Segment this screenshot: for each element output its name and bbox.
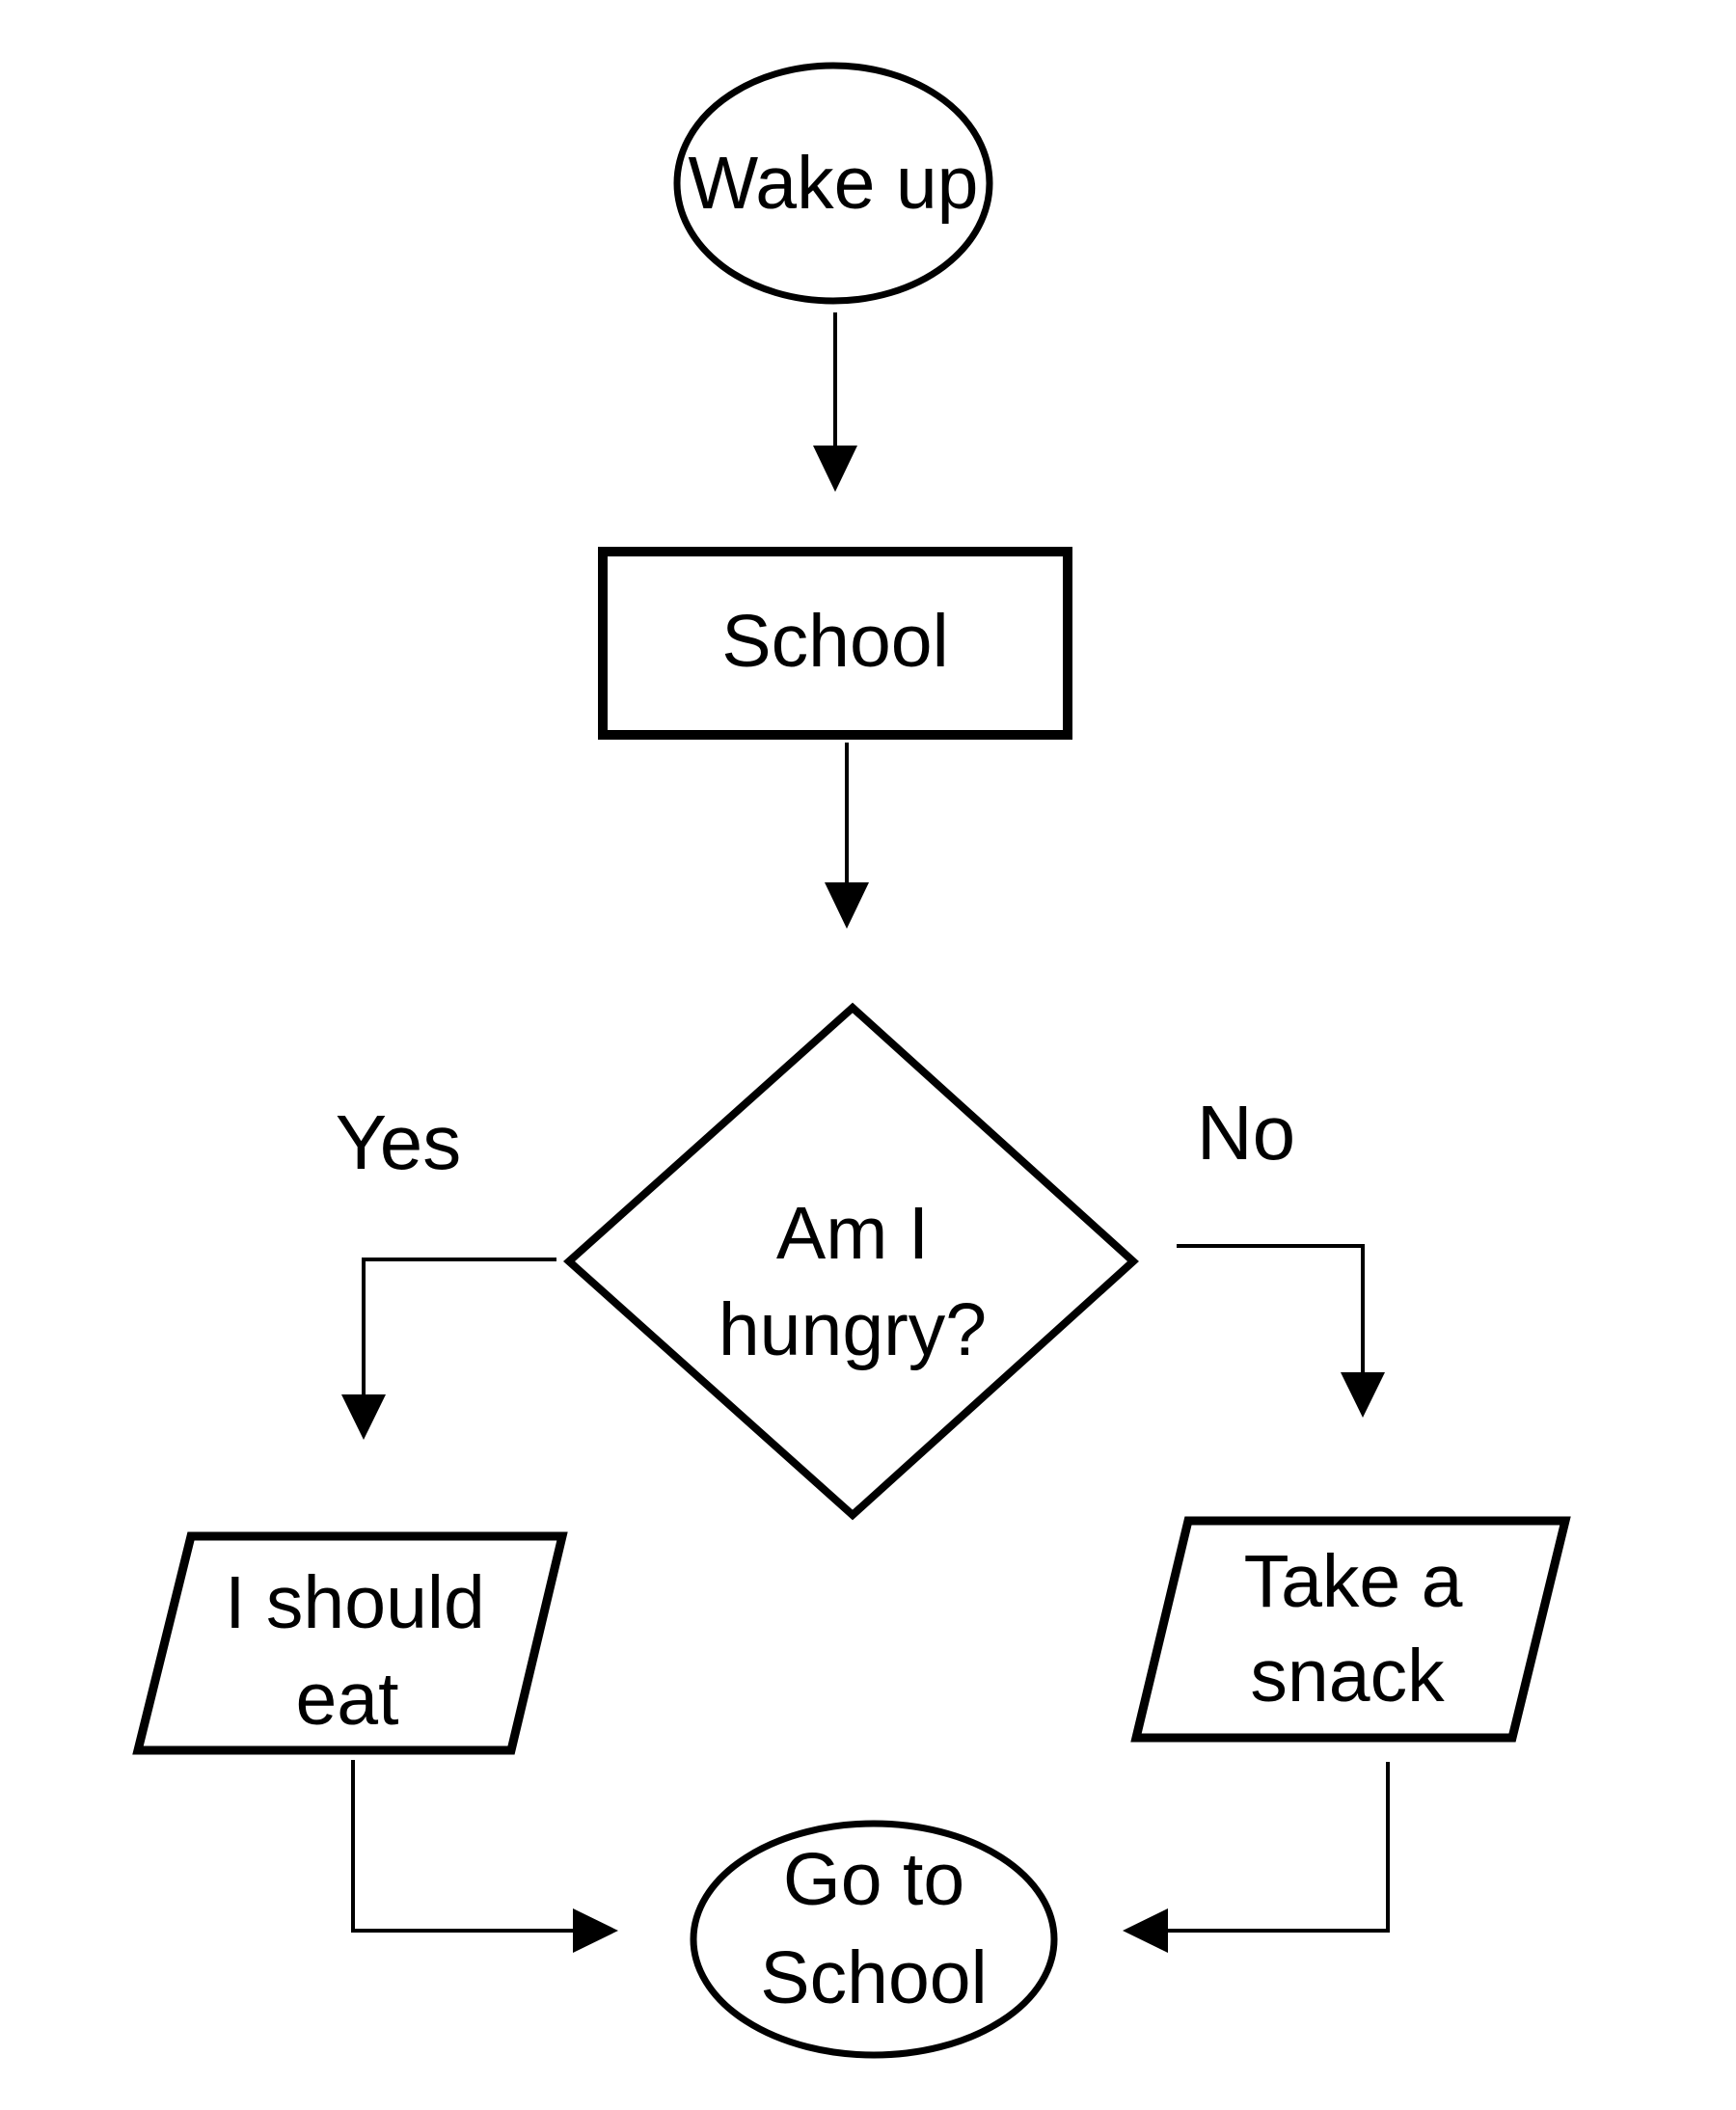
edge-decision-eat: Yes [336,1099,556,1440]
arrowhead-left-icon [1123,1908,1168,1953]
node-label-line2: snack [1250,1635,1445,1718]
parallelogram-shape [132,1531,568,1755]
node-label-line2: hungry? [719,1288,987,1371]
edge-eat-end [351,1760,618,1953]
rectangle-shape [598,547,1072,740]
node-decision-am-i-hungry: Am I hungry? [563,1002,1139,1521]
arrowhead-right-icon [573,1908,618,1953]
node-label-line1: I should [225,1561,485,1644]
edge-snack-end [1123,1762,1390,1953]
edge-line [1168,1762,1390,1933]
edge-line [1177,1244,1365,1373]
edge-school-decision [825,743,869,929]
node-end-go-to-school: Go to School [690,1820,1058,2059]
ellipse-shape [690,1820,1058,2059]
edge-label-yes: Yes [336,1099,462,1185]
node-label-line1: Go to [783,1838,964,1921]
node-start-wake-up: Wake up [673,62,993,305]
edge-line [351,1760,573,1933]
node-label-line1: Take a [1244,1540,1463,1623]
ellipse-shape [673,62,993,305]
arrowhead-down-icon [825,882,869,929]
node-school: School [598,547,1072,740]
edge-line [362,1258,556,1395]
arrowhead-down-icon [1341,1372,1385,1418]
edge-label-no: No [1197,1090,1295,1176]
arrowhead-down-icon [341,1394,386,1440]
edge-decision-snack: No [1177,1090,1385,1418]
node-label-line2: eat [295,1658,398,1741]
node-i-should-eat: I should eat [132,1531,568,1755]
diamond-shape [563,1002,1139,1521]
edge-start-school [813,312,857,492]
node-label: Wake up [688,142,978,225]
node-label-line1: Am I [776,1192,929,1275]
node-label: School [721,600,948,683]
node-take-a-snack: Take a snack [1130,1516,1571,1743]
node-label-line2: School [760,1936,987,2019]
parallelogram-shape [1130,1516,1571,1743]
arrowhead-down-icon [813,446,857,492]
